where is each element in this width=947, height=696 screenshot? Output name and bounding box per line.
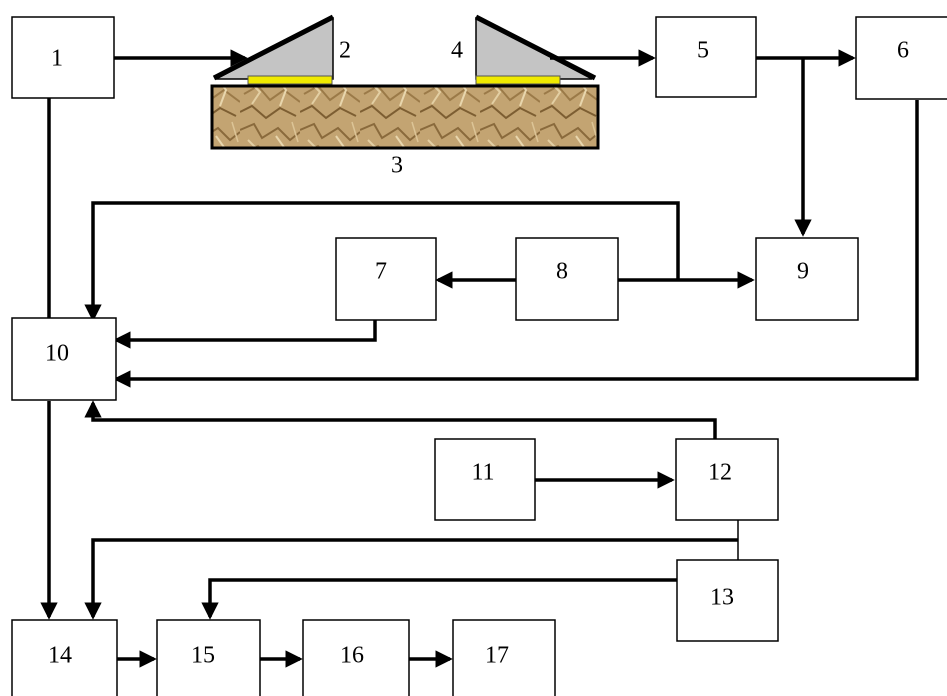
block-7-label: 7 — [375, 259, 387, 285]
block-7: 7 — [335, 237, 437, 321]
wire-12-to-14 — [84, 538, 738, 620]
block-15-label: 15 — [191, 643, 215, 669]
block-5: 5 — [655, 16, 757, 98]
transducer-4-label: 4 — [451, 38, 463, 64]
block-14: 14 — [11, 619, 118, 696]
block-6: 6 — [855, 16, 947, 100]
wire-7-to-10 — [113, 320, 377, 349]
block-9: 9 — [755, 237, 859, 321]
block-16-label: 16 — [340, 643, 364, 669]
block-8: 8 — [515, 237, 619, 321]
piezo-element-4 — [475, 75, 561, 85]
block-6-label: 6 — [897, 38, 909, 64]
block-12-label: 12 — [708, 460, 732, 486]
transducer-4 — [474, 14, 597, 85]
block-14-label: 14 — [48, 643, 72, 669]
block-17: 17 — [452, 619, 556, 696]
block-15: 15 — [156, 619, 261, 696]
block-12: 12 — [675, 438, 779, 521]
block-10-label: 10 — [45, 341, 69, 367]
block-5-label: 5 — [697, 38, 709, 64]
block-1: 1 — [11, 16, 115, 99]
block-16: 16 — [302, 619, 410, 696]
piezo-element-2 — [247, 75, 333, 85]
block-8-label: 8 — [556, 259, 568, 285]
specimen-label: 3 — [391, 153, 403, 179]
wire-6-to-10 — [113, 100, 919, 388]
block-17-label: 17 — [485, 643, 509, 669]
specimen-block — [210, 84, 600, 150]
block-13: 13 — [676, 559, 779, 642]
block-11-label: 11 — [471, 460, 494, 486]
transducer-2 — [212, 14, 335, 85]
transducer-2-label: 2 — [339, 38, 351, 64]
wire-13-to-15 — [201, 578, 677, 620]
block-9-label: 9 — [797, 259, 809, 285]
wire-12-to-10 — [84, 400, 717, 439]
block-1-label: 1 — [51, 46, 63, 72]
block-13-label: 13 — [710, 585, 734, 611]
wire-8-to-10 — [84, 201, 680, 322]
block-11: 11 — [434, 438, 536, 521]
block-10: 10 — [11, 317, 117, 401]
